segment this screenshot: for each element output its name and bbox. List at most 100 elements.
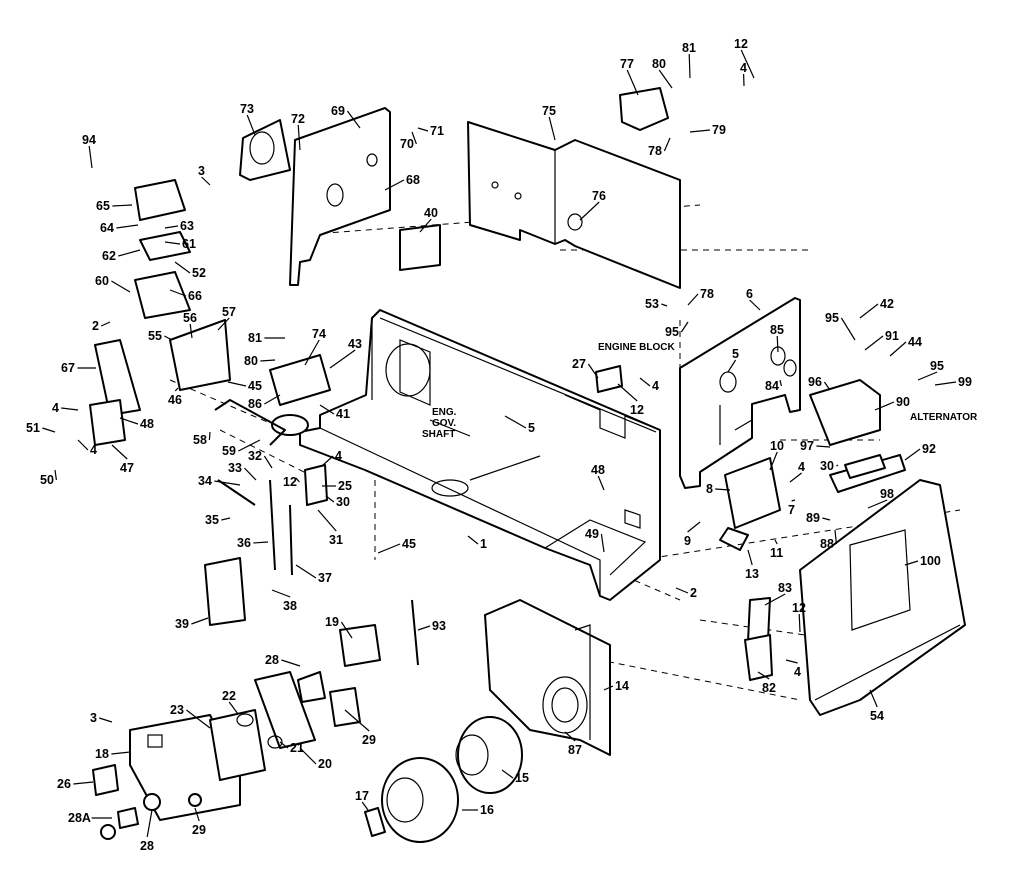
leader-line	[164, 241, 181, 245]
part-label-17: 17	[355, 789, 369, 803]
part-label-42: 42	[880, 297, 894, 311]
part-label-28a: 28A	[68, 811, 91, 825]
leader-line	[281, 659, 301, 667]
part-label-9: 9	[684, 534, 691, 548]
part-label-7: 7	[788, 503, 795, 517]
upper-left-panel	[289, 107, 391, 286]
part-label-43: 43	[348, 337, 362, 351]
leader-line	[295, 564, 317, 579]
leader-line	[663, 137, 671, 152]
leader-line	[603, 685, 614, 691]
leader-line	[747, 549, 753, 566]
part-label-20: 20	[318, 757, 332, 771]
part-label-90: 90	[896, 395, 910, 409]
part-label-63: 63	[180, 219, 194, 233]
leader-line	[77, 439, 89, 451]
part-label-53: 53	[645, 297, 659, 311]
leader-line	[859, 303, 879, 319]
part-label-80: 80	[652, 57, 666, 71]
part-label-46: 46	[168, 393, 182, 407]
gov-shaft-note-line1: ENG.	[432, 407, 457, 418]
leader-line	[111, 751, 131, 755]
leader-line	[260, 359, 276, 362]
leader-line	[417, 127, 429, 132]
part-label-12: 12	[792, 601, 806, 615]
leader-line	[295, 477, 300, 483]
part-label-80: 80	[244, 354, 258, 368]
leader-line	[164, 335, 173, 341]
part-label-12: 12	[734, 37, 748, 51]
part-label-39: 39	[175, 617, 189, 631]
leader-line	[279, 741, 289, 749]
leader-line	[321, 455, 334, 467]
part-label-61: 61	[182, 237, 196, 251]
leader-line	[600, 533, 605, 553]
engine-mount-plate	[679, 297, 801, 489]
leader-line	[661, 303, 668, 307]
part-label-14: 14	[615, 679, 629, 693]
part-label-82: 82	[762, 681, 776, 695]
part-label-5: 5	[732, 347, 739, 361]
part-label-23: 23	[170, 703, 184, 717]
part-label-15: 15	[515, 771, 529, 785]
leader-line	[238, 439, 261, 452]
base-frame	[299, 309, 661, 601]
part-label-48: 48	[591, 463, 605, 477]
part-label-58: 58	[193, 433, 207, 447]
part-label-4: 4	[798, 460, 805, 474]
leader-line	[867, 499, 888, 509]
leader-line	[626, 69, 639, 96]
leader-line	[329, 349, 356, 369]
leader-line	[201, 176, 211, 186]
leader-line	[99, 717, 113, 723]
top-panel	[467, 121, 681, 289]
leader-line	[715, 488, 731, 491]
lower-duct	[484, 599, 611, 756]
part-label-45: 45	[248, 379, 262, 393]
part-label-66: 66	[188, 289, 202, 303]
leader-line	[904, 560, 919, 566]
part-label-2: 2	[92, 319, 99, 333]
leader-line	[749, 299, 761, 311]
leader-line	[146, 809, 153, 838]
leader-line	[325, 495, 335, 503]
part-label-29: 29	[192, 823, 206, 837]
part-label-51: 51	[26, 421, 40, 435]
part-label-88: 88	[820, 537, 834, 551]
leader-line	[228, 701, 239, 715]
part-label-55: 55	[148, 329, 162, 343]
leader-line	[727, 359, 737, 373]
gov-shaft-note-line2: GOV.	[432, 418, 456, 429]
leader-line	[564, 731, 576, 742]
leader-line	[467, 535, 479, 545]
part-label-77: 77	[620, 57, 634, 71]
leader-line	[100, 321, 111, 327]
leader-line	[299, 747, 317, 765]
part-label-28: 28	[265, 653, 279, 667]
leader-line	[579, 201, 600, 221]
part-label-94: 94	[82, 133, 96, 147]
leader-line	[54, 469, 57, 481]
part-label-84: 84	[765, 379, 779, 393]
part-label-25: 25	[338, 479, 352, 493]
leader-line	[191, 617, 209, 625]
leader-line	[164, 225, 179, 229]
leader-line	[377, 543, 401, 554]
leader-line	[904, 448, 921, 461]
part-label-31: 31	[329, 533, 343, 547]
part-label-19: 19	[325, 615, 339, 629]
leader-line	[186, 709, 211, 729]
leader-line	[169, 289, 187, 297]
part-label-41: 41	[336, 407, 350, 421]
leader-line	[271, 589, 291, 598]
part-label-18: 18	[95, 747, 109, 761]
leader-line	[869, 689, 878, 708]
part-label-70: 70	[400, 137, 414, 151]
part-label-3: 3	[198, 164, 205, 178]
part-label-62: 62	[102, 249, 116, 263]
leader-line	[61, 407, 79, 411]
part-label-4: 4	[652, 379, 659, 393]
part-label-76: 76	[592, 189, 606, 203]
part-label-72: 72	[291, 112, 305, 126]
leader-line	[253, 541, 269, 544]
